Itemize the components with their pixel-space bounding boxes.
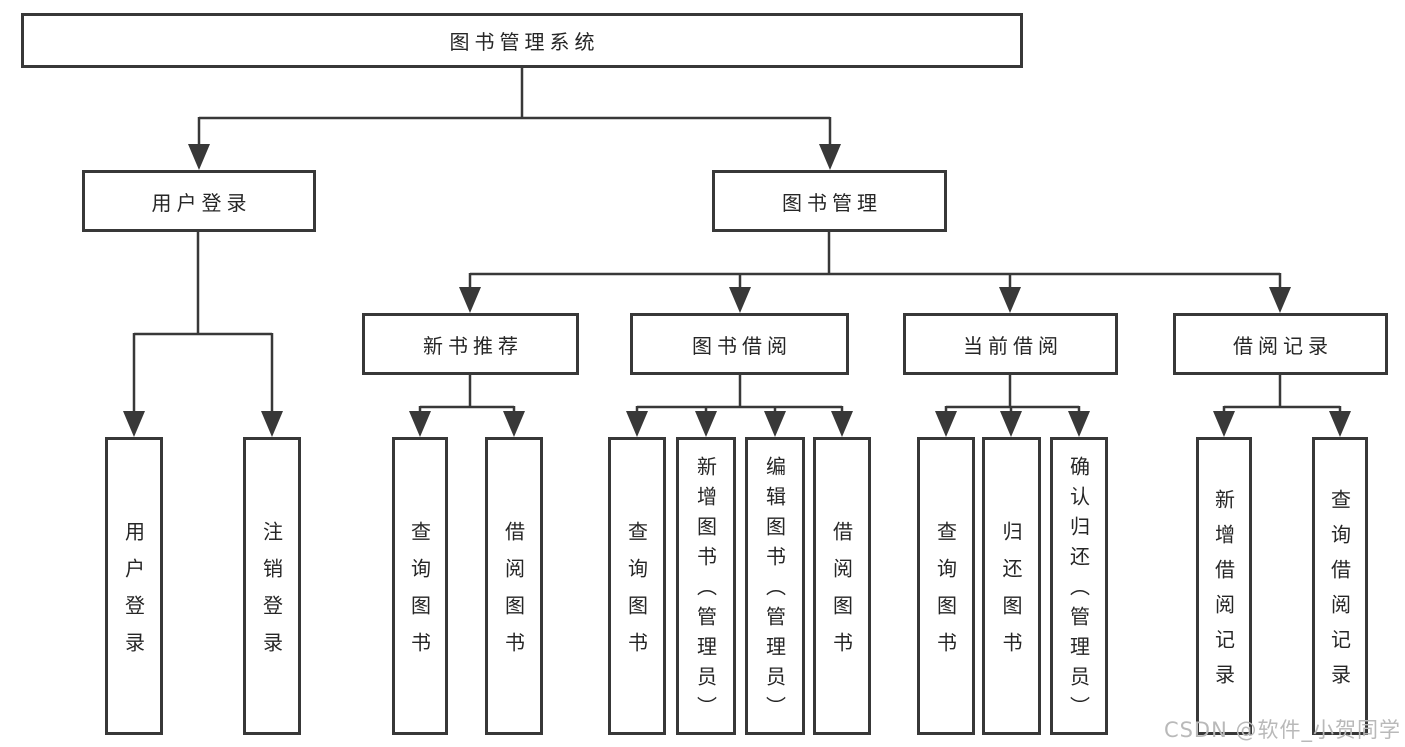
node-return-book: 归还图书 [982, 437, 1041, 735]
node-book-management: 图书管理 [712, 170, 947, 232]
watermark: CSDN @软件_小贺同学 [1163, 718, 1401, 742]
node-label: 注销登录 [259, 520, 284, 669]
node-library-management-system: 图书管理系统 [21, 13, 1023, 68]
node-label: 查询图书 [624, 520, 649, 669]
node-query-books-current: 查询图书 [917, 437, 975, 735]
node-label: 借阅图书 [829, 520, 854, 669]
node-label: 用户登录 [151, 190, 252, 215]
node-borrowing-records: 借阅记录 [1173, 313, 1388, 375]
node-query-books-recommend: 查询图书 [392, 437, 448, 735]
node-label: 当前借阅 [963, 333, 1063, 358]
node-query-borrow-record: 查询借阅记录 [1312, 437, 1368, 735]
node-add-book-admin: 新增图书（管理员） [676, 437, 736, 735]
node-label: 借阅记录 [1233, 333, 1333, 358]
node-confirm-return-admin: 确认归还（管理员） [1050, 437, 1108, 735]
node-label: 查询图书 [933, 520, 958, 669]
node-user-login-leaf: 用户登录 [105, 437, 163, 735]
node-label: 查询图书 [407, 520, 432, 669]
node-label: 图书借阅 [692, 333, 792, 358]
node-user-login: 用户登录 [82, 170, 316, 232]
node-borrow-books-recommend: 借阅图书 [485, 437, 543, 735]
node-current-borrowing: 当前借阅 [903, 313, 1118, 375]
node-label: 新书推荐 [423, 333, 523, 358]
connector-lines [132, 68, 1342, 413]
arrowhead-icons [123, 144, 1351, 437]
node-edit-book-admin: 编辑图书（管理员） [745, 437, 805, 735]
node-logout: 注销登录 [243, 437, 301, 735]
node-label: 查询借阅记录 [1327, 488, 1352, 699]
node-query-books-borrow: 查询图书 [608, 437, 666, 735]
node-label: 编辑图书（管理员） [762, 456, 787, 726]
node-label: 图书管理系统 [449, 30, 600, 54]
node-label: 用户登录 [121, 520, 146, 669]
node-label: 新增图书（管理员） [693, 456, 718, 726]
node-borrow-books-leaf: 借阅图书 [813, 437, 871, 735]
node-label: 借阅图书 [501, 520, 526, 669]
node-new-book-recommend: 新书推荐 [362, 313, 579, 375]
node-label: 归还图书 [999, 520, 1023, 669]
node-label: 新增借阅记录 [1211, 488, 1236, 699]
node-label: 确认归还（管理员） [1066, 456, 1091, 726]
node-book-borrowing: 图书借阅 [630, 313, 849, 375]
node-label: 图书管理 [782, 190, 882, 215]
node-add-borrow-record: 新增借阅记录 [1196, 437, 1252, 735]
